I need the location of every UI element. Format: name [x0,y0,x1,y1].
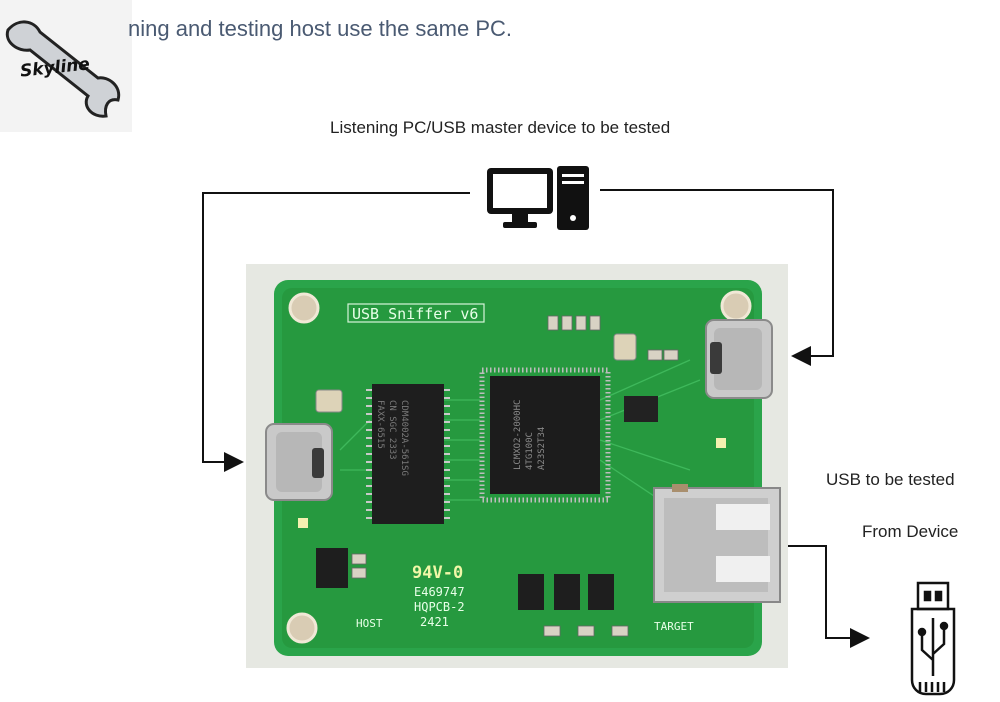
host-label: HOST [356,617,383,630]
arrow-target-to-device [788,545,870,648]
usb-flash-drive-icon [910,581,956,696]
svg-text:CDM4002A-561SG: CDM4002A-561SG [399,400,409,476]
svg-text:FAXX-6515: FAXX-6515 [375,400,385,449]
small-ics [316,548,614,610]
svg-text:A23S2T34: A23S2T34 [537,427,547,470]
listening-pc-label: Listening PC/USB master device to be tes… [330,118,671,137]
target-usb-a-port [653,484,781,603]
board-name: USB Sniffer v6 [352,305,478,323]
wrench-icon [5,20,121,118]
rating-text: 94V-0 [412,563,463,583]
usb-sniffer-board: USB Sniffer v6 CDM4002A-561SG CN SGC 233… [265,280,781,656]
sniffer-usb-c-port [705,319,773,399]
target-label: TARGET [654,620,694,633]
skyline-logo: Skyline [0,0,132,132]
led [716,438,726,448]
page-heading: ning and testing host use the same PC. [128,16,513,41]
host-usb-c-port [265,423,333,501]
arrow-pc-to-sniffer-usbc [600,189,834,366]
svg-text:CN SGC 2333: CN SGC 2333 [387,400,397,460]
svg-text:LCMXO2-2000HC: LCMXO2-2000HC [513,400,523,470]
connection-arrows [202,189,870,648]
pcb-code: HQPCB-2 [414,600,465,614]
arrow-pc-to-host [202,192,470,472]
crystal [613,333,637,361]
small-ic [624,396,658,422]
date-code: 2421 [420,615,449,629]
svg-text:4TG100C: 4TG100C [525,432,535,470]
from-device-label: From Device [862,522,959,541]
cert-code: E469747 [414,585,465,599]
usb-under-test-label: USB to be tested [826,470,955,489]
memory-chip: CDM4002A-561SG CN SGC 2333 FAXX-6515 [366,384,450,524]
fpga-chip: LCMXO2-2000HC 4TG100C A23S2T34 [479,367,611,503]
led [298,518,308,528]
crystal [315,389,343,413]
desktop-computer-icon [487,166,589,230]
smd-components [351,315,679,637]
